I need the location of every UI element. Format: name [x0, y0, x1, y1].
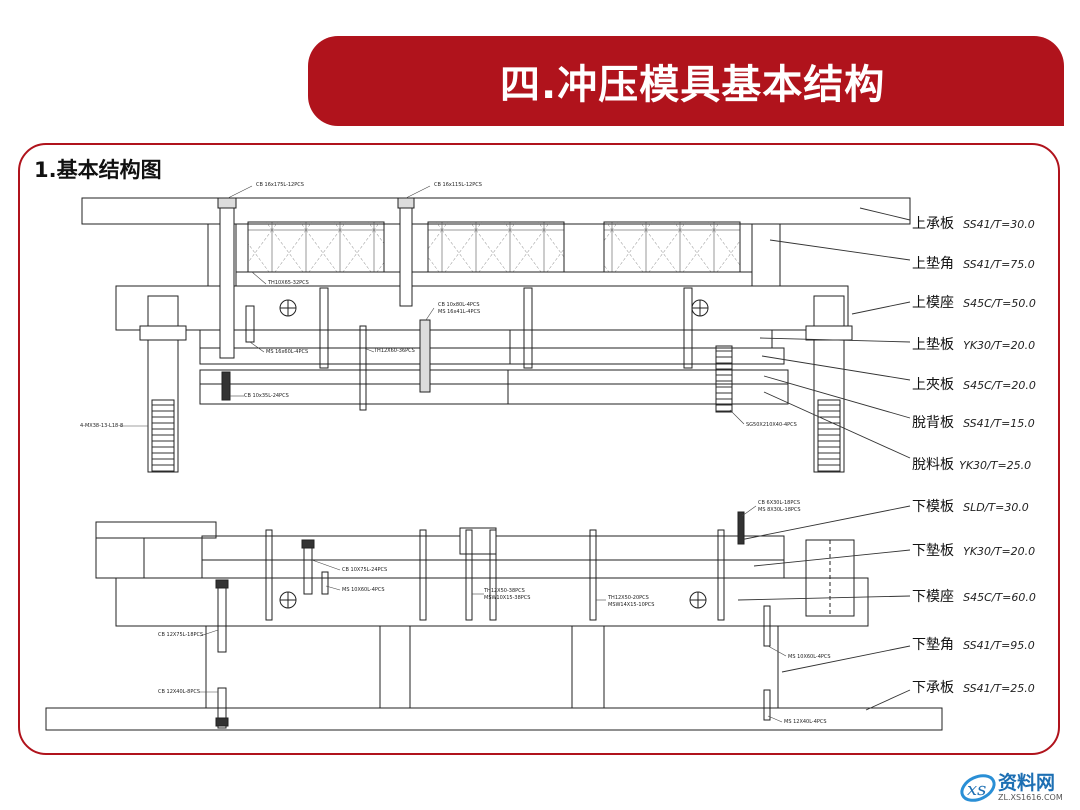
- part-note: SG50X210X40-4PCS: [746, 422, 797, 428]
- plate-name: 下模板: [912, 499, 954, 515]
- part-note: TH12X50-20PCS: [608, 595, 649, 601]
- stripper-back-plate: [199, 369, 789, 385]
- part-note: MS 10X60L-4PCS: [342, 587, 385, 593]
- plate-label-stripper-back: 脫背板 SS41/T=15.0: [912, 412, 1035, 432]
- watermark-swoosh-icon: xs: [960, 774, 996, 802]
- plate-label-stripper: 脫料板 YK30/T=25.0: [912, 454, 1031, 474]
- plate-label-lower-clamp: 下承板 SS41/T=25.0: [912, 677, 1035, 697]
- svg-text:xs: xs: [967, 779, 986, 800]
- part-note: CB 16x175L-12PCS: [256, 182, 304, 188]
- plate-spec: SLD/T=30.0: [963, 501, 1029, 514]
- upper-backing-plate: [199, 329, 773, 349]
- part-note: MS 12X40L-4PCS: [784, 719, 827, 725]
- part-note: 4-MX38-13-L18-8: [80, 423, 124, 429]
- upper-parallel-right: [751, 223, 781, 287]
- part-note: CB 12X40L-8PCS: [158, 689, 201, 695]
- part-note: CB 10x35L-24PCS: [244, 393, 289, 399]
- part-note: MSW14X15-10PCS: [608, 602, 655, 608]
- title-banner: [308, 36, 1064, 126]
- plate-label-upper-die-set: 上模座 S45C/T=50.0: [912, 292, 1036, 312]
- watermark-url: ZL.XS1616.COM: [998, 793, 1063, 802]
- part-note: CB 10x80L-4PCS: [438, 302, 480, 308]
- plate-label-lower-backing: 下墊板 YK30/T=20.0: [912, 540, 1035, 560]
- plate-label-punch-holder: 上夾板 S45C/T=20.0: [912, 374, 1036, 394]
- upper-die: [81, 197, 911, 473]
- watermark-brand: 资料网: [998, 772, 1056, 794]
- lower-parallels: [205, 625, 779, 709]
- part-note: MS 16x60L-4PCS: [266, 349, 309, 355]
- plate-label-upper-clamp: 上承板 SS41/T=30.0: [912, 213, 1035, 233]
- plate-name: 上模座: [912, 295, 954, 311]
- part-note: MS 16x41L-4PCS: [438, 309, 481, 315]
- plate-name: 上承板: [912, 216, 954, 232]
- part-note: CB 10X75L-24PCS: [342, 567, 388, 573]
- part-note: TH12X60-36PCS: [374, 348, 415, 354]
- plate-spec: SS41/T=30.0: [963, 218, 1035, 231]
- upper-spacer-block-1: [247, 221, 385, 273]
- watermark-logo: xs 资料网 ZL.XS1616.COM: [958, 766, 1080, 810]
- upper-spacer-block-2: [427, 221, 565, 273]
- part-note-leaders: [120, 185, 787, 723]
- section-subtitle: 1.基本结构图: [34, 158, 162, 182]
- plate-spec: S45C/T=50.0: [963, 297, 1036, 310]
- plate-name: 脫料板: [912, 457, 954, 473]
- plate-name: 脫背板: [912, 415, 954, 431]
- plate-name: 上垫板: [912, 337, 954, 353]
- plate-spec: YK30/T=20.0: [963, 545, 1036, 558]
- plate-spec: S45C/T=20.0: [963, 379, 1036, 392]
- lower-clamp-plate: [45, 707, 943, 731]
- leader-lines: [737, 207, 911, 711]
- part-note: MSW10X15-38PCS: [484, 595, 531, 601]
- part-note: CB 6X30L-18PCS: [758, 500, 801, 506]
- lower-backing-plate: [201, 559, 785, 579]
- plate-spec: SS41/T=25.0: [963, 682, 1035, 695]
- plate-spec: YK30/T=20.0: [963, 339, 1036, 352]
- punch-holder: [199, 347, 785, 365]
- page-title: 四.冲压模具基本结构: [500, 62, 886, 108]
- part-note: TH12X50-38PCS: [484, 588, 525, 594]
- upper-die-set: [115, 285, 849, 331]
- plate-name: 上夾板: [912, 377, 954, 393]
- part-note: CB 16x115L-12PCS: [434, 182, 482, 188]
- plate-name: 下墊板: [912, 543, 954, 559]
- plate-name: 下模座: [912, 589, 954, 605]
- lower-die: [45, 511, 943, 731]
- plate-spec: SS41/T=75.0: [963, 258, 1035, 271]
- plate-spec: S45C/T=60.0: [963, 591, 1036, 604]
- plate-spec: YK30/T=25.0: [959, 459, 1032, 472]
- plate-name: 上垫角: [912, 256, 954, 272]
- part-note: CB 12X75L-18PCS: [158, 632, 204, 638]
- lower-die-set: [115, 577, 869, 627]
- part-note: MS 10X60L-4PCS: [788, 654, 831, 660]
- part-note: MS 8X30L-18PCS: [758, 507, 801, 513]
- plate-label-lower-parallel: 下墊角 SS41/T=95.0: [912, 634, 1035, 654]
- part-note: TH10X65-32PCS: [268, 280, 309, 286]
- plate-spec: SS41/T=15.0: [963, 417, 1035, 430]
- plate-label-lower-die: 下模板 SLD/T=30.0: [912, 496, 1029, 516]
- stripper-plate: [199, 383, 789, 405]
- plate-label-upper-parallel: 上垫角 SS41/T=75.0: [912, 253, 1035, 273]
- upper-clamp-plate: [81, 197, 911, 225]
- plate-spec: SS41/T=95.0: [963, 639, 1035, 652]
- plate-label-lower-die-set: 下模座 S45C/T=60.0: [912, 586, 1036, 606]
- plate-name: 下承板: [912, 680, 954, 696]
- plate-label-upper-backing: 上垫板 YK30/T=20.0: [912, 334, 1035, 354]
- content-frame: [18, 143, 1060, 755]
- plate-name: 下墊角: [912, 637, 954, 653]
- upper-spacer-block-3: [603, 221, 741, 273]
